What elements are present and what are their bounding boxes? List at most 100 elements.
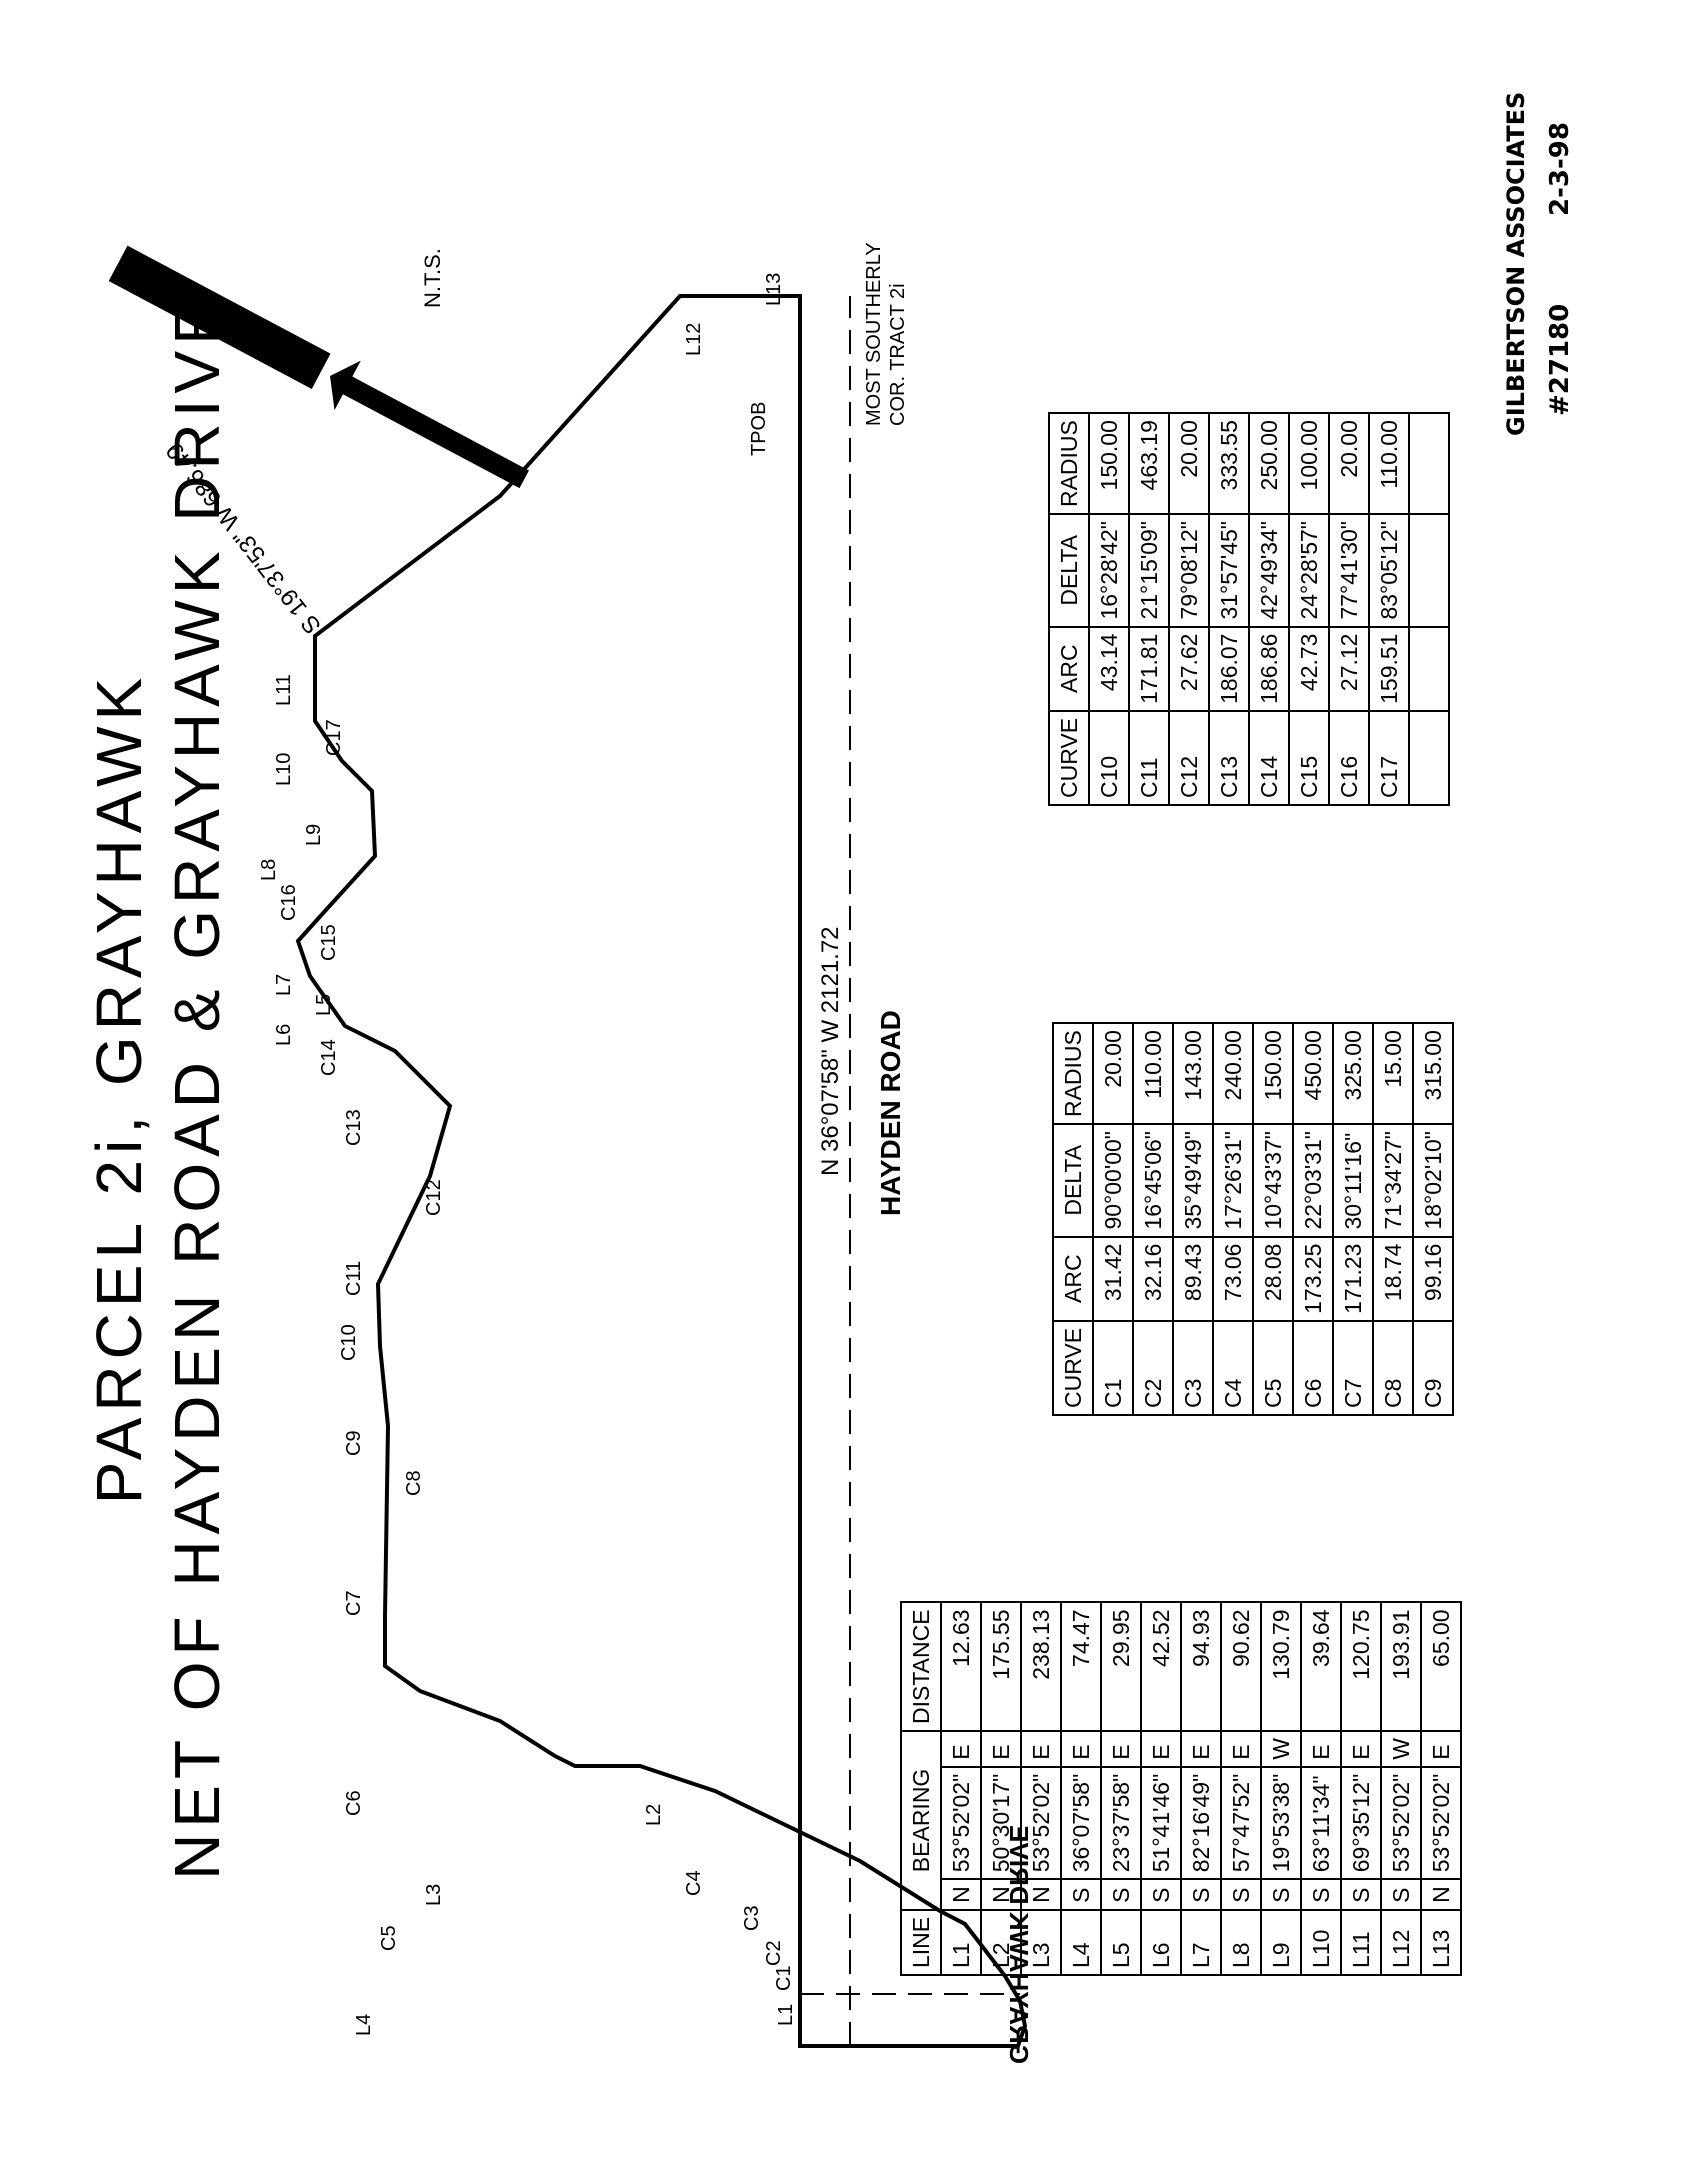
seg-label-l5: L5 <box>313 994 335 1016</box>
radius-cell: 250.00 <box>1249 413 1289 515</box>
radius-cell: 315.00 <box>1413 1023 1453 1125</box>
seg-label-l3: L3 <box>423 1884 445 1906</box>
distance-cell: 193.91 <box>1381 1602 1421 1731</box>
arc-cell: 89.43 <box>1173 1236 1213 1321</box>
distance-cell: 175.55 <box>981 1602 1021 1731</box>
seg-label-l11: L11 <box>273 674 295 706</box>
bearing-angle-cell: 53°52'02" <box>1021 1766 1061 1880</box>
bearing-ew-cell: E <box>1301 1731 1341 1767</box>
segment-labels: L1 L2 L3 L4 L5 L6 L7 L8 L9 L10 L11 L12 L… <box>258 273 797 2036</box>
line-id-cell: L8 <box>1221 1909 1261 1975</box>
distance-cell: 90.62 <box>1221 1602 1261 1731</box>
bearing-ns-cell: S <box>1301 1879 1341 1910</box>
curve-id-cell: C9 <box>1413 1320 1453 1415</box>
north-arrow-icon <box>108 245 529 489</box>
firm-name: GILBERTSON ASSOCIATES <box>1502 91 1530 436</box>
curve-table-row <box>1409 413 1449 805</box>
radius-cell: 325.00 <box>1333 1023 1373 1125</box>
curve-id-cell: C7 <box>1333 1320 1373 1415</box>
seg-label-l4: L4 <box>353 2014 375 2036</box>
radius-cell: 20.00 <box>1329 413 1369 515</box>
bearing-ew-cell: E <box>1421 1731 1461 1767</box>
bearing-ns-cell: N <box>981 1879 1021 1910</box>
curve-id-cell: C14 <box>1249 710 1289 805</box>
bearing-ew-cell: E <box>941 1731 981 1767</box>
line-id-cell: L1 <box>941 1909 981 1975</box>
seg-label-l13: L13 <box>763 273 785 306</box>
arc-cell: 171.23 <box>1333 1236 1373 1321</box>
seg-label-l6: L6 <box>273 1024 295 1046</box>
bearing-ns-cell: S <box>1101 1879 1141 1910</box>
curve-table-1-header: CURVE ARC DELTA RADIUS <box>1053 1023 1093 1415</box>
delta-cell: 79°08'12" <box>1169 514 1209 627</box>
seg-label-l9: L9 <box>303 824 325 846</box>
seg-label-c14: C14 <box>318 1039 340 1076</box>
col-header-radius: RADIUS <box>1053 1023 1093 1125</box>
bearing-ew-cell: E <box>1021 1731 1061 1767</box>
bearing-ew-cell: E <box>1221 1731 1261 1767</box>
radius-cell <box>1409 413 1449 515</box>
radius-cell: 463.19 <box>1129 413 1169 515</box>
arc-cell: 159.51 <box>1369 626 1409 711</box>
bearing-angle-cell: 23°37'58" <box>1101 1766 1141 1880</box>
delta-cell: 77°41'30" <box>1329 514 1369 627</box>
bearing-ns-cell: S <box>1221 1879 1261 1910</box>
long-line-label: S 19°37'53" W 686.49 <box>161 437 327 639</box>
radius-cell: 143.00 <box>1173 1023 1213 1125</box>
col-header-arc: ARC <box>1053 1236 1093 1321</box>
delta-cell: 90°00'00" <box>1093 1124 1133 1237</box>
curve-id-cell: C11 <box>1129 710 1169 805</box>
seg-label-c1: C1 <box>773 1965 795 1991</box>
line-id-cell: L4 <box>1061 1909 1101 1975</box>
col-header-line: LINE <box>901 1909 941 1975</box>
arc-cell: 186.07 <box>1209 626 1249 711</box>
bearing-ns-cell: N <box>1021 1879 1061 1910</box>
curve-id-cell: C13 <box>1209 710 1249 805</box>
arc-cell: 73.06 <box>1213 1236 1253 1321</box>
line-id-cell: L3 <box>1021 1909 1061 1975</box>
bearing-ns-cell: S <box>1341 1879 1381 1910</box>
seg-label-c8: C8 <box>403 1470 425 1496</box>
radius-cell: 333.55 <box>1209 413 1249 515</box>
bearing-ew-cell: E <box>981 1731 1021 1767</box>
bearing-ns-cell: N <box>941 1879 981 1910</box>
curve-id-cell: C12 <box>1169 710 1209 805</box>
curve-id-cell: C10 <box>1089 710 1129 805</box>
delta-cell: 10°43'37" <box>1253 1124 1293 1237</box>
bearing-angle-cell: 19°53'38" <box>1261 1766 1301 1880</box>
arc-cell: 18.74 <box>1373 1236 1413 1321</box>
seg-label-l1: L1 <box>775 2004 797 2026</box>
delta-cell: 30°11'16" <box>1333 1124 1373 1237</box>
bearing-ew-cell: W <box>1261 1731 1301 1767</box>
bearing-ew-cell: E <box>1181 1731 1221 1767</box>
radius-cell: 110.00 <box>1369 413 1409 515</box>
bearing-ns-cell: S <box>1141 1879 1181 1910</box>
distance-cell: 94.93 <box>1181 1602 1221 1731</box>
delta-cell <box>1409 514 1449 627</box>
line-id-cell: L6 <box>1141 1909 1181 1975</box>
bearing-ew-cell: E <box>1101 1731 1141 1767</box>
seg-label-c12: C12 <box>423 1179 445 1216</box>
curve-id-cell: C3 <box>1173 1320 1213 1415</box>
seg-label-l8: L8 <box>258 859 280 881</box>
bearing-ns-cell: S <box>1181 1879 1221 1910</box>
curve-table-2-header: CURVE ARC DELTA RADIUS <box>1049 413 1089 805</box>
line-id-cell: L10 <box>1301 1909 1341 1975</box>
curve-id-cell: C16 <box>1329 710 1369 805</box>
